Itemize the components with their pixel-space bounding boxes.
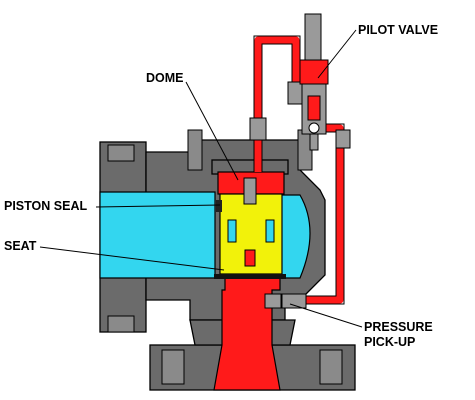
label-pressure: PRESSURE: [364, 320, 433, 334]
seat-ring: [214, 274, 286, 279]
label-pick-up: PICK-UP: [364, 335, 415, 349]
inlet-nozzle: [213, 275, 281, 391]
pilot-valve-assembly: [299, 13, 329, 151]
tube-fittings: [249, 81, 351, 309]
label-pilot-valve: PILOT VALVE: [358, 23, 438, 37]
label-piston-seal: PISTON SEAL: [4, 199, 87, 213]
piston-seal-ring: [216, 200, 222, 212]
flange-bolts: [107, 129, 343, 385]
label-dome: DOME: [146, 71, 184, 85]
label-seat: SEAT: [4, 239, 37, 253]
leader-lines: [39, 29, 363, 328]
piston: [219, 177, 283, 275]
